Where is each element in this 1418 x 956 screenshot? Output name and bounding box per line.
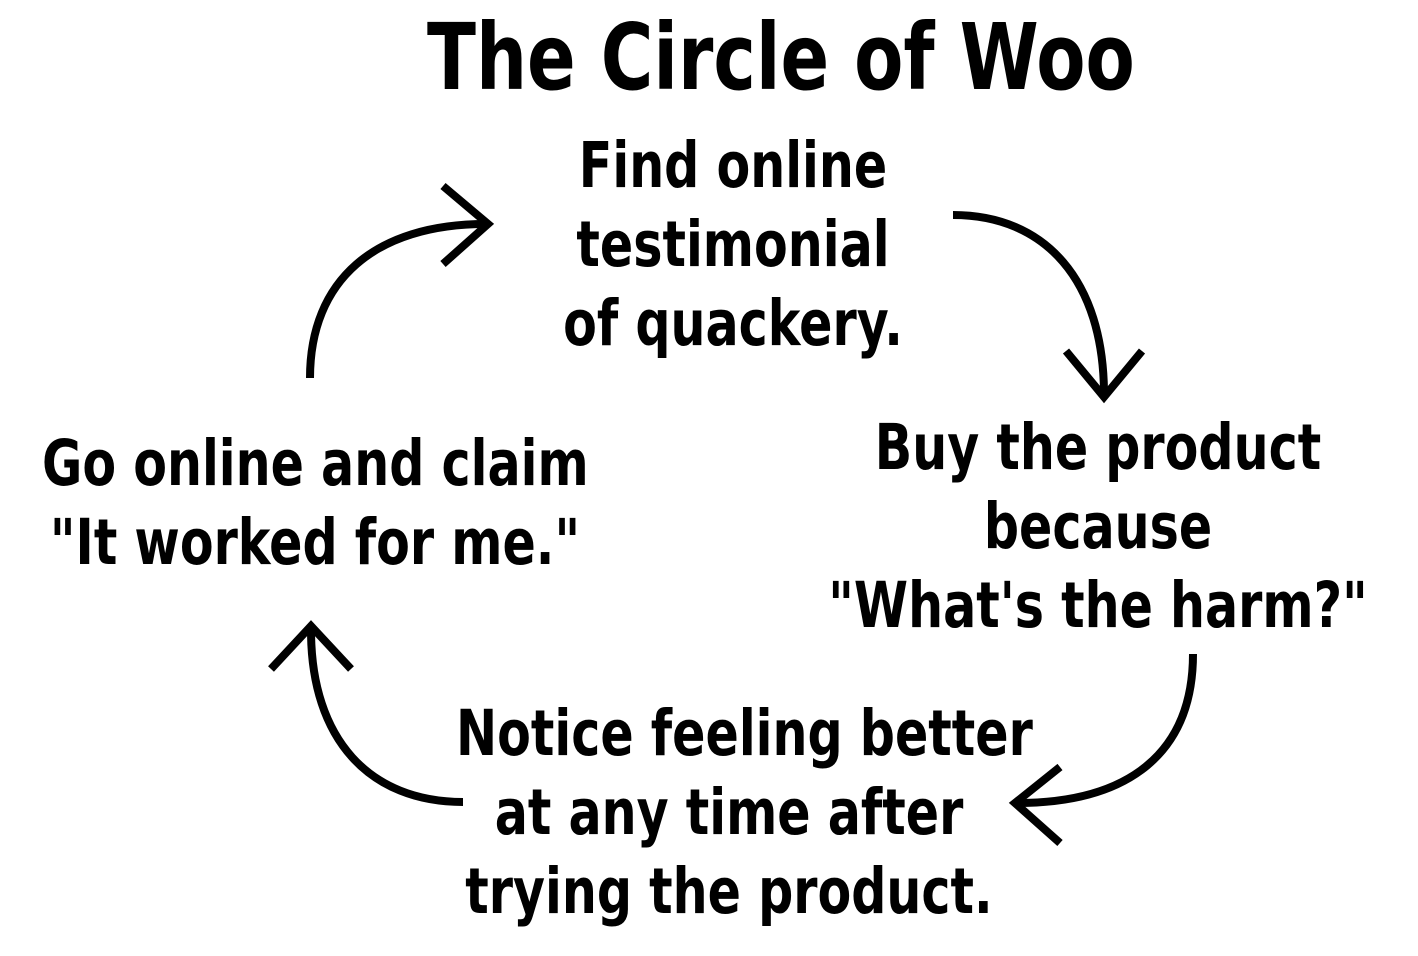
arrow-left-to-top-head — [440, 182, 495, 267]
step-buy-product: Buy the product because "What's the harm… — [828, 411, 1368, 642]
arrow-top-to-right-head — [1062, 348, 1146, 404]
arrow-top-to-right-shaft — [952, 211, 1108, 396]
arrow-bottom-to-left — [268, 620, 464, 806]
arrow-left-to-top — [306, 182, 495, 379]
arrow-top-to-right — [952, 211, 1146, 404]
arrow-bottom-to-left-shaft — [307, 629, 464, 806]
step-claim-it-worked: Go online and claim "It worked for me." — [42, 427, 589, 579]
arrow-right-to-bottom — [1008, 653, 1197, 846]
arrow-right-to-bottom-head — [1008, 763, 1063, 846]
arrow-bottom-to-left-head — [268, 620, 354, 672]
arrow-left-to-top-shaft — [306, 220, 487, 379]
arrow-right-to-bottom-shaft — [1016, 653, 1197, 807]
step-find-testimonial: Find online testimonial of quackery. — [563, 129, 903, 360]
